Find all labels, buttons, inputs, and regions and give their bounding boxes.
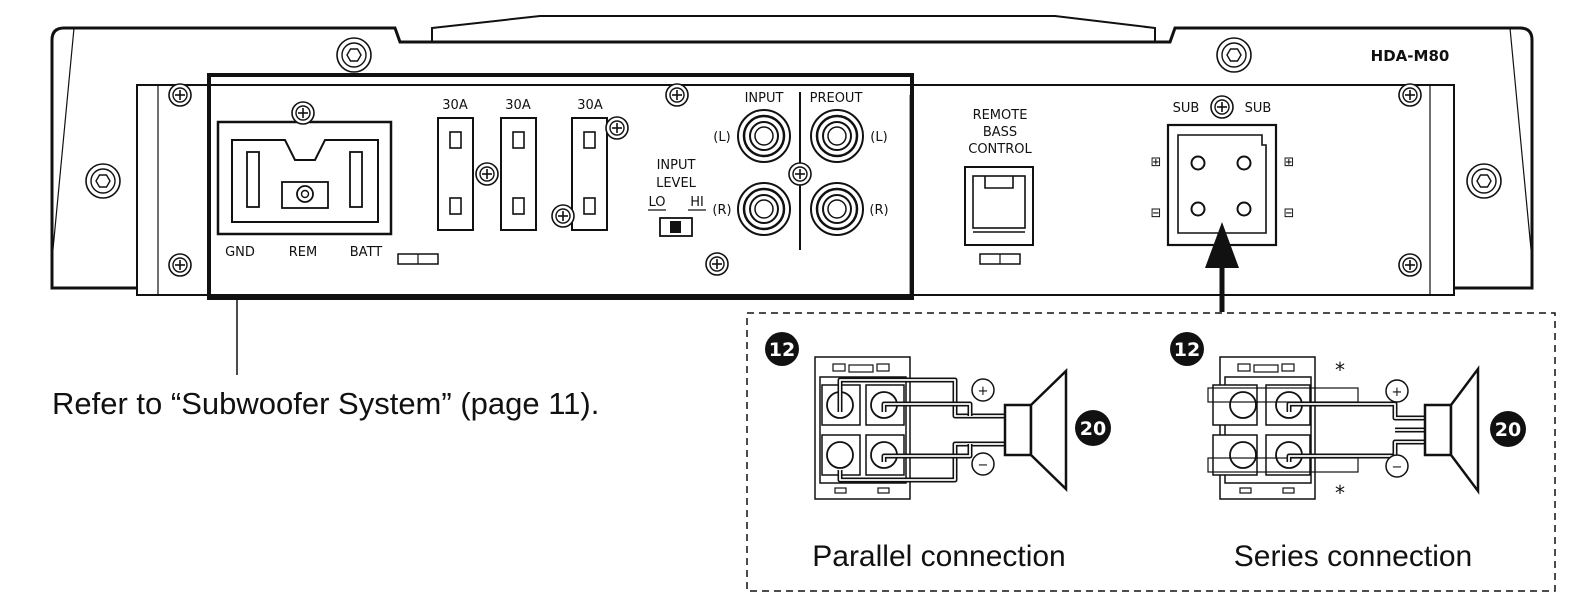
hex-bolt-icon — [85, 163, 121, 199]
screw-icon — [705, 252, 729, 276]
screw-icon — [1398, 83, 1422, 107]
svg-text:+: + — [1392, 385, 1403, 400]
connector-highlight-box — [207, 73, 914, 300]
fuse-rating-3: 30A — [577, 98, 603, 113]
connector-arrow — [1205, 222, 1239, 312]
remote-label-2: BASS — [983, 125, 1017, 140]
speaker-icon — [1423, 365, 1480, 495]
hex-bolt-icon — [1216, 37, 1252, 73]
preout-right-jack — [809, 181, 865, 237]
refer-text: Refer to “Subwoofer System” (page 11). — [52, 386, 599, 421]
sub-minus-left-icon: ⊟ — [1151, 206, 1162, 221]
asterisk-top: * — [1335, 358, 1345, 382]
hex-bolt-icon — [1466, 163, 1502, 199]
input-level-title-2: LEVEL — [656, 176, 697, 191]
plus-icon — [1385, 379, 1409, 403]
screw-icon — [475, 162, 499, 186]
badge-12: 12 — [1170, 332, 1204, 366]
screw-icon — [291, 101, 315, 125]
parallel-connection-label: Parallel connection — [812, 540, 1066, 573]
remote-label-3: CONTROL — [968, 142, 1032, 157]
screw-icon — [605, 116, 629, 140]
badge-20: 20 — [1075, 410, 1111, 446]
input-right-jack — [736, 181, 792, 237]
svg-text:12: 12 — [1174, 339, 1200, 361]
svg-text:20: 20 — [1080, 418, 1106, 440]
screw-icon — [168, 253, 192, 277]
svg-text:+: + — [978, 384, 989, 399]
svg-text:−: − — [1392, 460, 1403, 475]
gnd-label: GND — [225, 245, 255, 260]
fuse-block — [437, 117, 608, 231]
screw-icon — [168, 83, 192, 107]
screw-icon — [788, 162, 812, 186]
badge-20: 20 — [1490, 411, 1526, 447]
sub-plus-left-icon: ⊞ — [1151, 155, 1162, 170]
svg-text:−: − — [978, 458, 989, 473]
fuse-rating-1: 30A — [442, 98, 468, 113]
plus-icon — [971, 378, 995, 402]
series-connection-label: Series connection — [1234, 540, 1472, 573]
preout-left-jack — [809, 108, 865, 164]
rca-input-label: INPUT — [745, 91, 784, 106]
input-level-lo: LO — [648, 195, 665, 210]
series-diagram: 12 + − * * — [1170, 332, 1526, 505]
rem-label: REM — [289, 245, 317, 260]
sub-plus-right-icon: ⊞ — [1284, 155, 1295, 170]
remote-label-1: REMOTE — [973, 108, 1028, 123]
connection-inset — [746, 312, 1556, 592]
sub-label-left: SUB — [1173, 101, 1200, 116]
minus-icon — [1385, 454, 1409, 478]
screw-icon — [551, 204, 575, 228]
input-left-jack — [736, 108, 792, 164]
preout-r-label: (R) — [869, 203, 888, 218]
screw-icon — [1398, 253, 1422, 277]
svg-text:12: 12 — [769, 339, 795, 361]
minus-icon — [971, 452, 995, 476]
power-terminal — [216, 120, 393, 236]
screw-icon — [665, 83, 689, 107]
svg-text:20: 20 — [1495, 419, 1521, 441]
fuse-rating-2: 30A — [505, 98, 531, 113]
sub-label-right: SUB — [1245, 101, 1272, 116]
remote-bass-jack — [964, 166, 1034, 246]
asterisk-bottom: * — [1335, 481, 1345, 505]
parallel-diagram: 12 + − — [765, 332, 1111, 500]
preout-l-label: (L) — [870, 130, 887, 145]
rca-preout-label: PREOUT — [810, 91, 863, 106]
batt-label: BATT — [350, 245, 383, 260]
input-l-label: (L) — [713, 130, 730, 145]
input-r-label: (R) — [712, 203, 731, 218]
sub-minus-right-icon: ⊟ — [1284, 206, 1295, 221]
speaker-icon — [1003, 368, 1068, 492]
hex-bolt-icon — [336, 37, 372, 73]
badge-12: 12 — [765, 332, 799, 366]
screw-icon — [1210, 95, 1234, 119]
input-level-hi: HI — [690, 195, 704, 210]
model-name: HDA-M80 — [1371, 47, 1450, 65]
input-level-switch — [659, 217, 693, 237]
input-level-title-1: INPUT — [657, 158, 696, 173]
